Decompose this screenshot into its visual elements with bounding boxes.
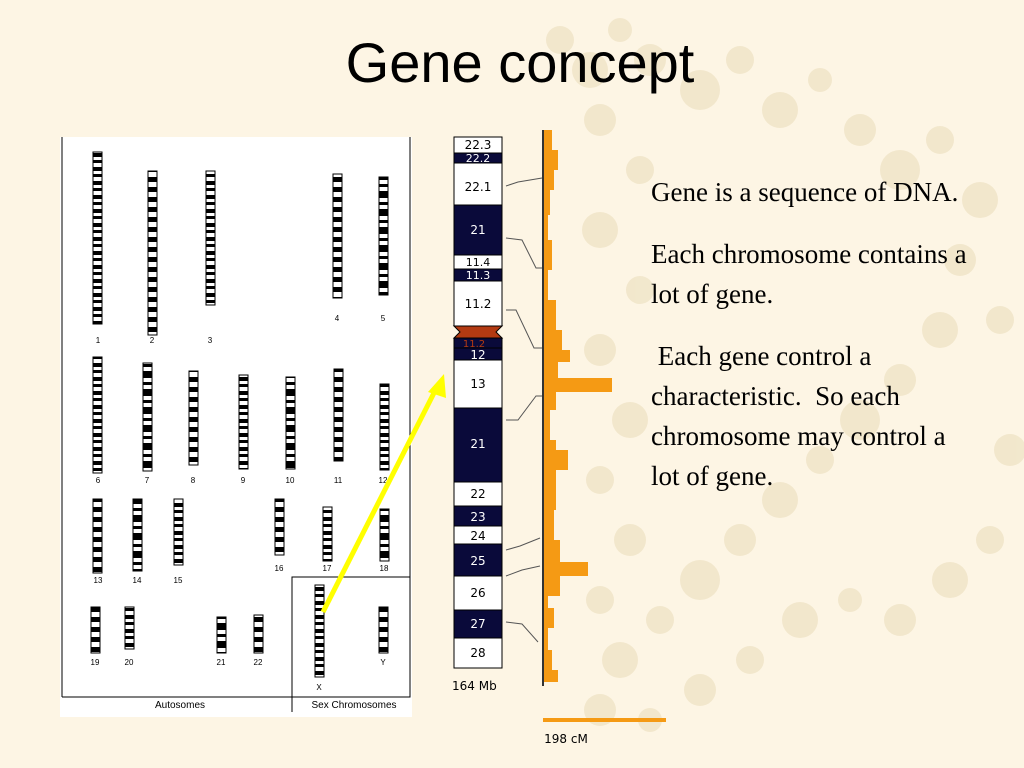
genetic-length-label: 198 cM: [544, 732, 588, 746]
label-2: 2: [150, 336, 155, 345]
caption-sex-chromosomes: Sex Chromosomes: [311, 700, 396, 711]
band-22-3: 22.3: [465, 138, 492, 152]
label-14: 14: [133, 576, 142, 585]
bullet-1: Gene is a sequence of DNA.: [651, 177, 959, 207]
caption-autosomes: Autosomes: [155, 700, 205, 711]
chromosome-11: [333, 368, 344, 462]
label-12: 12: [379, 476, 388, 485]
label-1: 1: [96, 336, 101, 345]
label-16: 16: [275, 564, 284, 573]
chromosome-14: [132, 498, 143, 572]
chromosome-10: [285, 376, 296, 470]
band-21-p: 21: [470, 223, 485, 237]
physical-length-label: 164 Mb: [452, 679, 497, 693]
chromosome-6: [92, 356, 103, 474]
chromosome-15: [173, 498, 184, 566]
chromosome-21: [216, 616, 227, 654]
chromosome-x-ideogram: 22.3 22.2 22.1 21 11.4 11.3 11.2 11.2 12…: [452, 130, 666, 746]
sex-chromosome-box: [291, 576, 411, 698]
band-13: 13: [470, 377, 485, 391]
label-10: 10: [286, 476, 295, 485]
chromosome-y: [378, 606, 389, 654]
band-24: 24: [470, 529, 485, 543]
chromosome-9: [238, 374, 249, 470]
label-4: 4: [335, 314, 340, 323]
label-9: 9: [241, 476, 246, 485]
band-22-2: 22.2: [466, 152, 491, 165]
label-6: 6: [96, 476, 101, 485]
label-13: 13: [94, 576, 103, 585]
band-11-4: 11.4: [466, 256, 491, 269]
chromosome-7: [142, 362, 153, 472]
chromosome-20: [124, 606, 135, 650]
band-21-q: 21: [470, 437, 485, 451]
label-7: 7: [145, 476, 150, 485]
bullet-2: Each chromosome contains a lot of gene.: [651, 239, 967, 309]
label-22: 22: [254, 658, 263, 667]
karyotype-panel: 1 2 3 4 5 6 7 8 9 10 11 12 13 14 15 16 1…: [60, 137, 412, 717]
label-17: 17: [323, 564, 332, 573]
chromosome-18: [379, 508, 390, 562]
band-23: 23: [470, 510, 485, 524]
chromosome-5: [378, 176, 389, 296]
band-22-q: 22: [470, 487, 485, 501]
bullet-3: Each gene control a characteristic. So e…: [651, 341, 953, 491]
chromosome-16: [274, 498, 285, 556]
band-12: 12: [470, 348, 485, 362]
band-28: 28: [470, 646, 485, 660]
chromosome-3: [205, 170, 216, 306]
chromosome-x-small: [314, 584, 325, 678]
chromosome-13: [92, 498, 103, 574]
band-26: 26: [470, 586, 485, 600]
slide-title: Gene concept: [345, 31, 695, 94]
band-11-2-q: 11.2: [463, 339, 485, 350]
chromosome-17: [322, 506, 333, 562]
chromosome-2: [147, 170, 158, 336]
label-y: Y: [380, 658, 386, 667]
slide-notes: Gene is a sequence of DNA. Each chromoso…: [651, 172, 971, 518]
band-25: 25: [470, 554, 485, 568]
label-15: 15: [174, 576, 183, 585]
label-3: 3: [208, 336, 213, 345]
label-18: 18: [380, 564, 389, 573]
label-11: 11: [334, 476, 343, 485]
label-8: 8: [191, 476, 196, 485]
band-22-1: 22.1: [465, 180, 492, 194]
label-x: X: [316, 683, 322, 692]
centromere: [452, 325, 504, 339]
gene-density-histogram: [544, 130, 612, 682]
label-21: 21: [217, 658, 226, 667]
label-20: 20: [125, 658, 134, 667]
karyotype-figure: 1 2 3 4 5 6 7 8 9 10 11 12 13 14 15 16 1…: [61, 137, 411, 712]
label-19: 19: [91, 658, 100, 667]
chromosome-8: [188, 370, 199, 466]
chromosome-19: [90, 606, 101, 654]
band-11-3: 11.3: [466, 269, 491, 282]
chromosome-1: [92, 151, 103, 325]
chromosome-22: [253, 614, 264, 654]
label-5: 5: [381, 314, 386, 323]
chromosome-4: [332, 173, 343, 299]
chromosome-12: [379, 383, 390, 471]
band-27: 27: [470, 617, 485, 631]
band-11-2-p: 11.2: [465, 297, 492, 311]
